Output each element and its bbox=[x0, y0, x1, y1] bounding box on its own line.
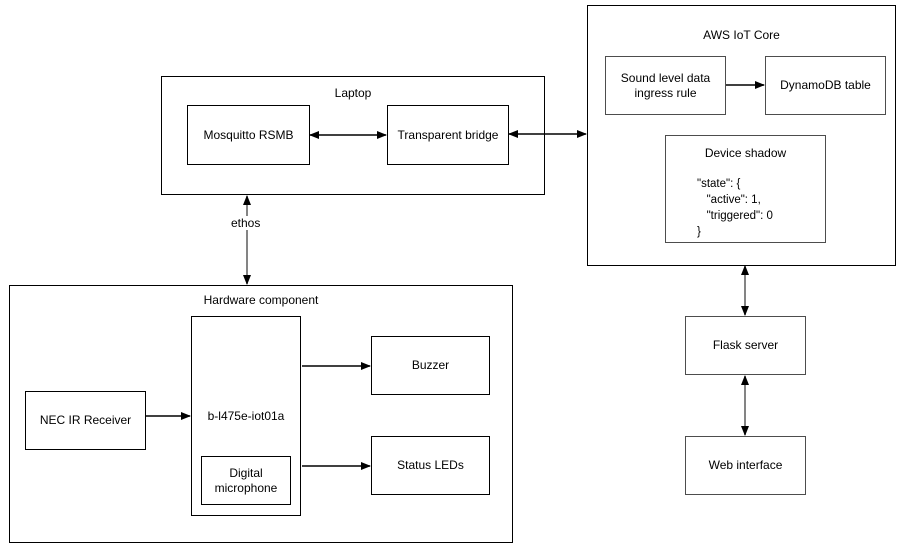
group-aws-iot-core-label: AWS IoT Core bbox=[703, 28, 780, 42]
group-aws-iot-core bbox=[587, 5, 896, 266]
node-mosquitto-rsmb[interactable] bbox=[187, 105, 310, 165]
group-laptop bbox=[161, 76, 545, 195]
node-b-l475e-iot01a[interactable] bbox=[191, 316, 301, 516]
node-device-shadow[interactable] bbox=[665, 135, 826, 243]
node-flask-server[interactable] bbox=[685, 316, 806, 375]
group-hardware-component bbox=[9, 285, 513, 543]
group-laptop-label: Laptop bbox=[334, 86, 372, 100]
node-digital-microphone[interactable] bbox=[201, 456, 291, 505]
group-hardware-component-label: Hardware component bbox=[203, 293, 319, 307]
node-web-interface[interactable] bbox=[685, 436, 806, 495]
node-dynamodb-table[interactable] bbox=[765, 56, 886, 115]
device-shadow-payload: "state": { "active": 1, "triggered": 0 } bbox=[697, 178, 773, 238]
edge-label-ethos: ethos bbox=[228, 216, 264, 230]
node-buzzer[interactable] bbox=[371, 336, 490, 395]
node-status-leds[interactable] bbox=[371, 436, 490, 495]
node-nec-ir-receiver[interactable] bbox=[25, 391, 146, 450]
node-transparent-bridge[interactable] bbox=[387, 105, 509, 165]
node-sound-level-ingress-rule[interactable] bbox=[605, 56, 726, 115]
node-device-shadow-label: Device shadow bbox=[704, 146, 787, 160]
